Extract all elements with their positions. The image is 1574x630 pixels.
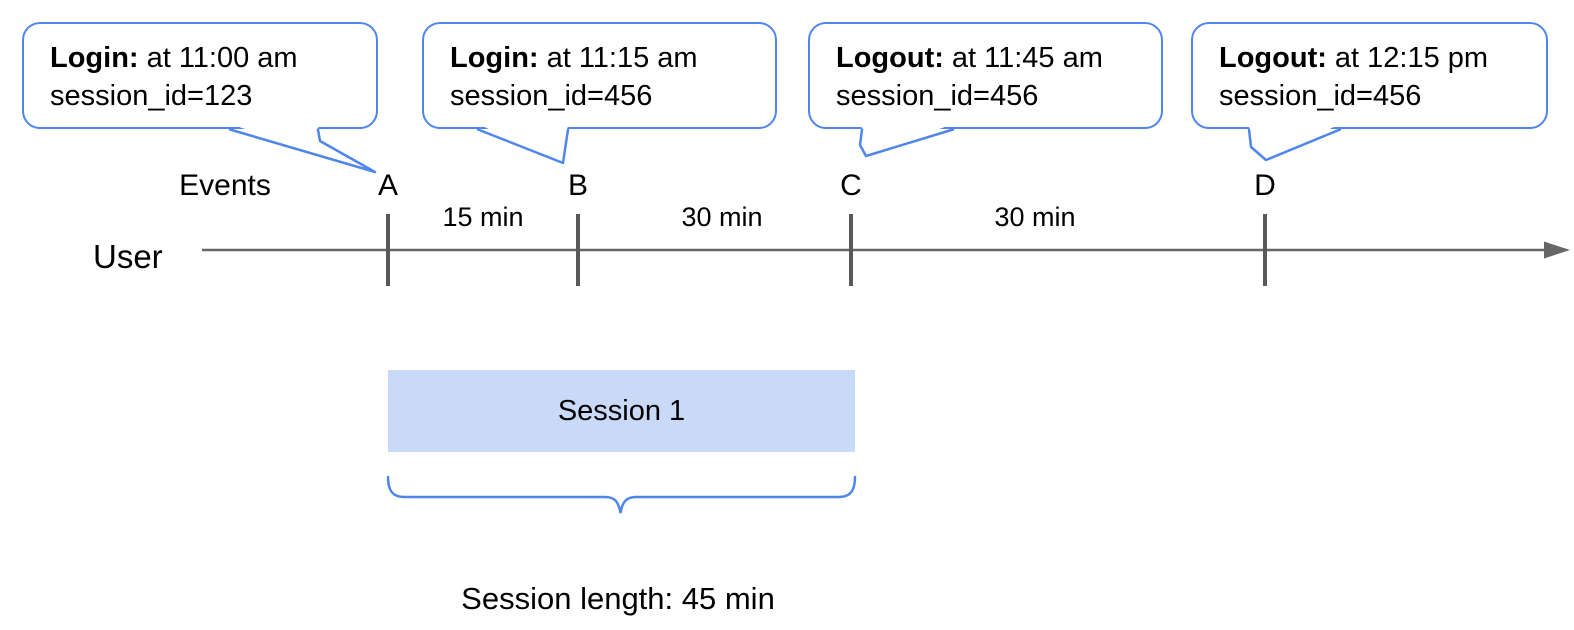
session-length-label: Session length: 45 min bbox=[461, 581, 775, 616]
session-box-label: Session 1 bbox=[557, 394, 686, 427]
callout-event-c: Logout:at 11:45 am session_id=456 bbox=[808, 22, 1163, 129]
callout-detail: session_id=123 bbox=[50, 80, 253, 112]
callout-time: at 11:00 am bbox=[146, 42, 298, 74]
callout-title: Logout: bbox=[836, 42, 944, 74]
callout-b-tail bbox=[476, 124, 570, 165]
callout-title: Login: bbox=[450, 42, 539, 74]
callout-title: Logout: bbox=[1219, 42, 1327, 74]
callout-d-tail bbox=[1247, 124, 1342, 162]
callout-a-tail bbox=[228, 124, 377, 174]
callout-event-b: Login:at 11:15 am session_id=456 bbox=[422, 22, 777, 129]
callout-time: at 12:15 pm bbox=[1334, 42, 1489, 74]
interval-label-b-c: 30 min bbox=[681, 202, 763, 232]
callout-line1: Login:at 11:00 am bbox=[50, 39, 362, 77]
user-row-label: User bbox=[93, 238, 163, 275]
session-brace bbox=[386, 475, 857, 514]
callout-event-a: Login:at 11:00 am session_id=123 bbox=[22, 22, 378, 129]
events-label: Events bbox=[179, 169, 271, 202]
callout-detail: session_id=456 bbox=[836, 80, 1039, 112]
callout-line1: Logout:at 12:15 pm bbox=[1219, 39, 1532, 77]
event-letter-a: A bbox=[377, 169, 398, 202]
interval-label-c-d: 30 min bbox=[994, 202, 1076, 232]
callout-time: at 11:15 am bbox=[546, 42, 698, 74]
callout-event-d: Logout:at 12:15 pm session_id=456 bbox=[1191, 22, 1548, 129]
callout-line1: Login:at 11:15 am bbox=[450, 39, 761, 77]
interval-label-a-b: 15 min bbox=[442, 202, 524, 232]
event-letter-d: D bbox=[1254, 169, 1276, 202]
callout-detail: session_id=456 bbox=[1219, 80, 1422, 112]
timeline-arrowhead-icon bbox=[1544, 241, 1570, 259]
session-box: Session 1 bbox=[388, 370, 855, 452]
callout-time: at 11:45 am bbox=[951, 42, 1103, 74]
callout-line1: Logout:at 11:45 am bbox=[836, 39, 1147, 77]
event-letter-b: B bbox=[567, 169, 588, 202]
callout-detail: session_id=456 bbox=[450, 80, 653, 112]
callout-title: Login: bbox=[50, 42, 139, 74]
event-letter-c: C bbox=[840, 169, 862, 202]
